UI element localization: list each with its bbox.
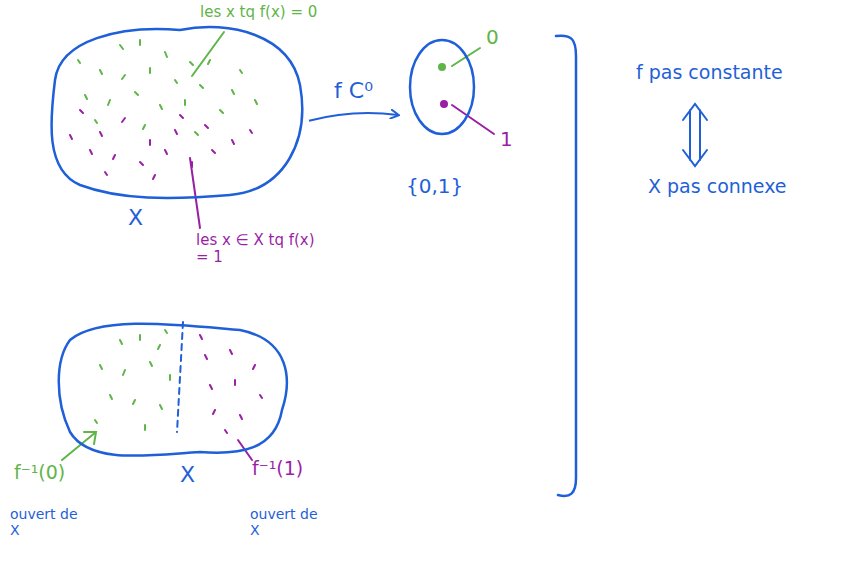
map-arrow [309,113,398,121]
dividing-line [177,322,183,432]
point-one [440,100,448,108]
edge-label: f C⁰ [334,78,373,103]
annotation: ouvert de X [10,506,86,538]
bracket [556,36,576,496]
leader-line [190,158,200,228]
annotation: 0 [486,26,516,49]
green-dots [78,40,257,135]
annotation: les x tq f(x) = 0 [200,4,370,21]
point-zero [438,63,446,71]
node-label: {0,1} [406,175,463,198]
purple-dots [200,335,262,433]
space-region: X [40,15,315,240]
green-dots [95,330,170,430]
annotation: 1 [500,128,530,151]
annotation: f⁻¹(1) [252,458,342,480]
leader-line [452,105,494,134]
annotation: X pas connexe [648,176,828,198]
node-label: X [128,205,143,230]
outline-shape [51,27,302,198]
equivalence-arrow [683,104,707,166]
annotation: f⁻¹(0) [14,462,104,484]
target-set: {0,1} [400,35,492,205]
annotation: f pas constante [636,62,836,84]
node-label: X [180,462,195,487]
pointer-arrow [62,432,96,460]
annotation: ouvert de X [250,506,326,538]
purple-dots [70,110,252,179]
leader-line [192,32,224,76]
outline-shape [59,324,287,456]
outline-shape [410,40,474,134]
outline [40,15,315,240]
annotation: les x ∈ X tq f(x) = 1 [196,232,326,267]
